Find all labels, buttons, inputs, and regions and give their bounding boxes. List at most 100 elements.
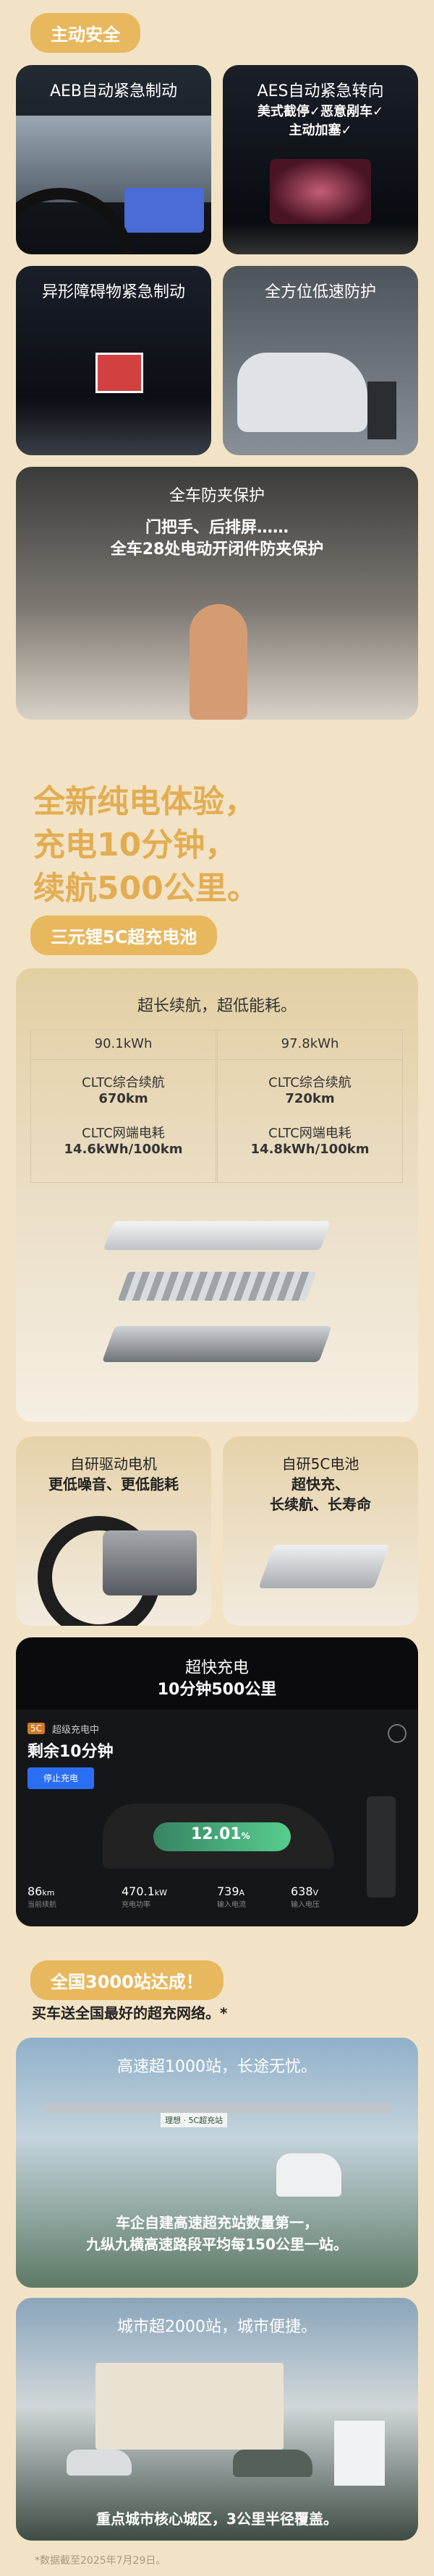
battery-small-desc-1: 超快充、 bbox=[292, 1476, 349, 1493]
stat-voltage-unit: V bbox=[312, 1888, 319, 1897]
charging-remaining: 剩余10分钟 bbox=[27, 1743, 114, 1761]
spec-right-capacity: 97.8kWh bbox=[281, 1036, 339, 1051]
pinch-sub-2: 全车28处电动开闭件防夹保护 bbox=[110, 540, 324, 559]
city-title: 城市超2000站，城市便捷。 bbox=[117, 2318, 317, 2336]
spec-right-range: 720km bbox=[285, 1091, 335, 1106]
stat-range-label: 当前续航 bbox=[27, 1901, 56, 1909]
stat-power-label: 充电功率 bbox=[122, 1901, 150, 1909]
battery-cells-icon bbox=[117, 1272, 317, 1301]
low-speed-title: 全方位低速防护 bbox=[264, 283, 376, 301]
spec-right-cons: 14.8kWh/100km bbox=[250, 1142, 370, 1157]
stat-voltage-label: 输入电压 bbox=[291, 1901, 320, 1909]
battery-tray-icon bbox=[101, 1326, 333, 1362]
stat-voltage-value: 638 bbox=[291, 1884, 313, 1898]
highway-line-2: 九纵九横高速路段平均每150公里一站。 bbox=[86, 2236, 348, 2253]
headline-line-1: 全新纯电体验， bbox=[33, 783, 256, 820]
headline-line-2: 充电10分钟， bbox=[33, 827, 237, 863]
charging-title-2: 10分钟500公里 bbox=[157, 1681, 277, 1699]
pinch-sub-1: 门把手、后排屏…… bbox=[145, 519, 289, 537]
battery-small-title: 自研5C电池 bbox=[281, 1455, 359, 1473]
network-pill: 全国3000站达成！ bbox=[30, 1960, 224, 2000]
charger-cabinet-icon bbox=[334, 2421, 385, 2486]
aes-title: AES自动紧急转向 bbox=[257, 82, 384, 100]
settings-icon[interactable] bbox=[388, 1724, 407, 1743]
obstacle-icon bbox=[95, 353, 143, 393]
stat-current-value: 739 bbox=[217, 1884, 239, 1898]
safety-pill: 主动安全 bbox=[30, 13, 140, 53]
stat-power: 470.1kW 充电功率 bbox=[122, 1884, 167, 1909]
charging-title-1: 超快充电 bbox=[184, 1659, 249, 1677]
charger-icon bbox=[367, 1796, 396, 1897]
canopy bbox=[45, 2103, 392, 2113]
stat-power-unit: kW bbox=[154, 1888, 168, 1897]
city-line-1: 重点城市核心城区，3公里半径覆盖。 bbox=[96, 2510, 338, 2528]
stat-power-value: 470.1 bbox=[122, 1884, 155, 1898]
low-speed-tile: 全方位低速防护 bbox=[223, 266, 418, 455]
stop-charging-button[interactable]: 停止充电 bbox=[27, 1767, 94, 1789]
spec-left-range-label: CLTC综合续航 bbox=[82, 1075, 165, 1090]
motor-icon bbox=[103, 1530, 197, 1595]
network-subtitle: 买车送全国最好的超充网络。* bbox=[32, 2004, 228, 2022]
aeb-title: AEB自动紧急制动 bbox=[49, 82, 178, 100]
charging-status: 超级充电中 bbox=[52, 1725, 100, 1736]
obstacle-tile: 异形障碍物紧急制动 bbox=[16, 266, 211, 455]
spec-left-cons: 14.6kWh/100km bbox=[64, 1142, 183, 1157]
stat-current-label: 输入电流 bbox=[217, 1901, 246, 1909]
charge-percent-unit: % bbox=[241, 1831, 250, 1841]
stat-voltage: 638V 输入电压 bbox=[291, 1884, 320, 1909]
motor-card: 自研驱动电机 更低噪音、更低能耗 bbox=[16, 1436, 211, 1626]
spec-left-range: 670km bbox=[98, 1091, 148, 1106]
spec-left-capacity: 90.1kWh bbox=[94, 1036, 153, 1051]
car-icon bbox=[237, 353, 367, 432]
car-icon-white bbox=[276, 2153, 341, 2197]
spec-right-cons-label: CLTC网端电耗 bbox=[268, 1126, 352, 1141]
spec-right: 97.8kWh CLTC综合续航 720km CLTC网端电耗 14.8kWh/… bbox=[217, 1030, 403, 1183]
battery-small-card: 自研5C电池 超快充、 长续航、长寿命 bbox=[223, 1436, 418, 1626]
spec-left-cons-label: CLTC网端电耗 bbox=[82, 1126, 165, 1141]
aes-line-1: 美式截停✓恶意剐车✓ bbox=[257, 104, 384, 119]
stat-range-unit: km bbox=[42, 1888, 55, 1897]
obstacle-title: 异形障碍物紧急制动 bbox=[41, 283, 185, 301]
aeb-tile: AEB自动紧急制动 bbox=[16, 65, 211, 254]
stat-current-unit: A bbox=[239, 1888, 245, 1897]
motor-desc: 更低噪音、更低能耗 bbox=[48, 1476, 179, 1493]
battery-small-desc-2: 长续航、长寿命 bbox=[270, 1496, 371, 1513]
highway-title: 高速超1000站，长途无忧。 bbox=[117, 2058, 317, 2076]
battery-pack-icon bbox=[258, 1545, 390, 1588]
stat-range-value: 86 bbox=[27, 1884, 43, 1898]
battery-specs: 90.1kWh CLTC综合续航 670km CLTC网端电耗 14.6kWh/… bbox=[30, 1030, 403, 1183]
spec-right-range-label: CLTC综合续航 bbox=[268, 1075, 352, 1090]
charging-card: 超快充电 10分钟500公里 5C 超级充电中 剩余10分钟 停止充电 12.0… bbox=[16, 1637, 418, 1926]
charge-percent-value: 12.01 bbox=[191, 1825, 242, 1843]
stat-range: 86km 当前续航 bbox=[27, 1884, 56, 1909]
battery-card-title: 超长续航，超低能耗。 bbox=[137, 997, 297, 1015]
car-icon-2 bbox=[233, 2450, 312, 2477]
station-sign: 理想 · 5C超充站 bbox=[161, 2113, 228, 2127]
pinch-tile: 全车防夹保护 门把手、后排屏…… 全车28处电动开闭件防夹保护 bbox=[16, 467, 418, 720]
highway-line-1: 车企自建高速超充站数量第一， bbox=[116, 2214, 318, 2231]
pinch-title: 全车防夹保护 bbox=[169, 487, 265, 505]
center-screen bbox=[124, 188, 204, 233]
city-card: 城市超2000站，城市便捷。 重点城市核心城区，3公里半径覆盖。 bbox=[16, 2298, 418, 2541]
building-icon bbox=[95, 2363, 284, 2450]
charge-percent: 12.01% bbox=[191, 1825, 250, 1843]
car-icon-1 bbox=[67, 2450, 132, 2476]
ev-headline: 全新纯电体验， 充电10分钟， 续航500公里。 bbox=[33, 780, 259, 910]
road-glow bbox=[223, 222, 418, 254]
stat-current: 739A 输入电流 bbox=[217, 1884, 246, 1909]
footnote: *数据截至2025年7月29日。 bbox=[35, 2555, 166, 2567]
aes-tile: AES自动紧急转向 美式截停✓恶意剐车✓ 主动加塞✓ bbox=[223, 65, 418, 254]
hud-icon bbox=[270, 159, 371, 224]
battery-pill: 三元锂5C超充电池 bbox=[30, 916, 218, 955]
spec-left: 90.1kWh CLTC综合续航 670km CLTC网端电耗 14.6kWh/… bbox=[30, 1030, 216, 1183]
aes-line-2: 主动加塞✓ bbox=[289, 123, 352, 138]
highway-card: 高速超1000站，长途无忧。 理想 · 5C超充站 车企自建高速超充站数量第一，… bbox=[16, 2038, 418, 2288]
charge-bar bbox=[153, 1822, 291, 1851]
battery-lid-icon bbox=[103, 1221, 331, 1250]
headline-line-3: 续航500公里。 bbox=[33, 870, 259, 907]
motor-title: 自研驱动电机 bbox=[70, 1455, 157, 1473]
pillar bbox=[367, 382, 396, 439]
hand-icon bbox=[190, 604, 247, 720]
road bbox=[16, 397, 211, 455]
5c-badge: 5C bbox=[27, 1723, 46, 1734]
